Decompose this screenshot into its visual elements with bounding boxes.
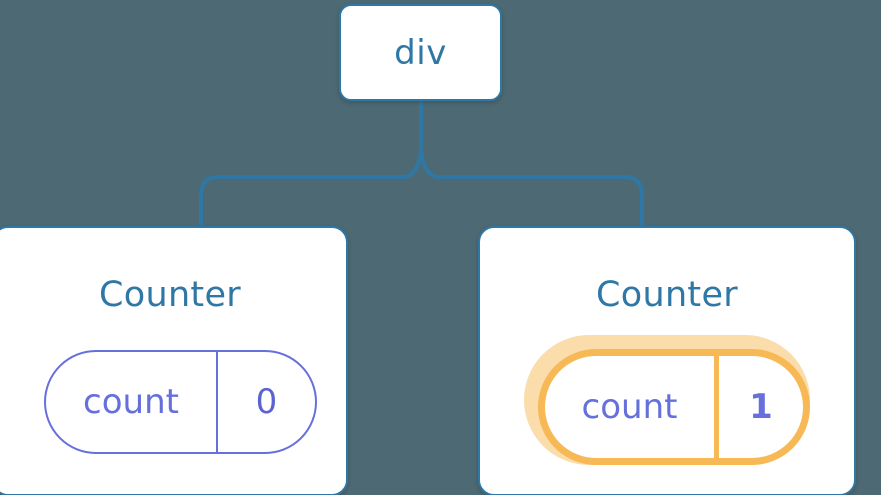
node-counter-left[interactable]: Counter count 0 [0, 226, 348, 495]
state-pill-right-glow: count 1 [524, 335, 810, 465]
state-pill-left-value: 0 [255, 382, 278, 422]
connector-branches [199, 149, 644, 227]
state-pill-right-value: 1 [749, 387, 773, 427]
state-pill-right-value-cell: 1 [719, 356, 803, 458]
node-counter-right-title: Counter [596, 275, 738, 315]
state-pill-right-key-cell: count [545, 356, 719, 458]
state-pill-left[interactable]: count 0 [44, 350, 317, 454]
state-pill-right[interactable]: count 1 [524, 335, 810, 465]
state-pill-left-body: count 0 [44, 350, 317, 454]
state-pill-right-key: count [581, 387, 678, 427]
node-div[interactable]: div [339, 4, 502, 101]
state-pill-left-value-cell: 0 [218, 352, 315, 452]
state-pill-right-body: count 1 [538, 349, 810, 465]
node-counter-right[interactable]: Counter count 1 [478, 226, 856, 495]
state-pill-left-key-cell: count [46, 352, 218, 452]
node-div-label: div [394, 32, 447, 73]
state-pill-left-key: count [83, 382, 179, 422]
node-counter-left-title: Counter [99, 275, 241, 315]
